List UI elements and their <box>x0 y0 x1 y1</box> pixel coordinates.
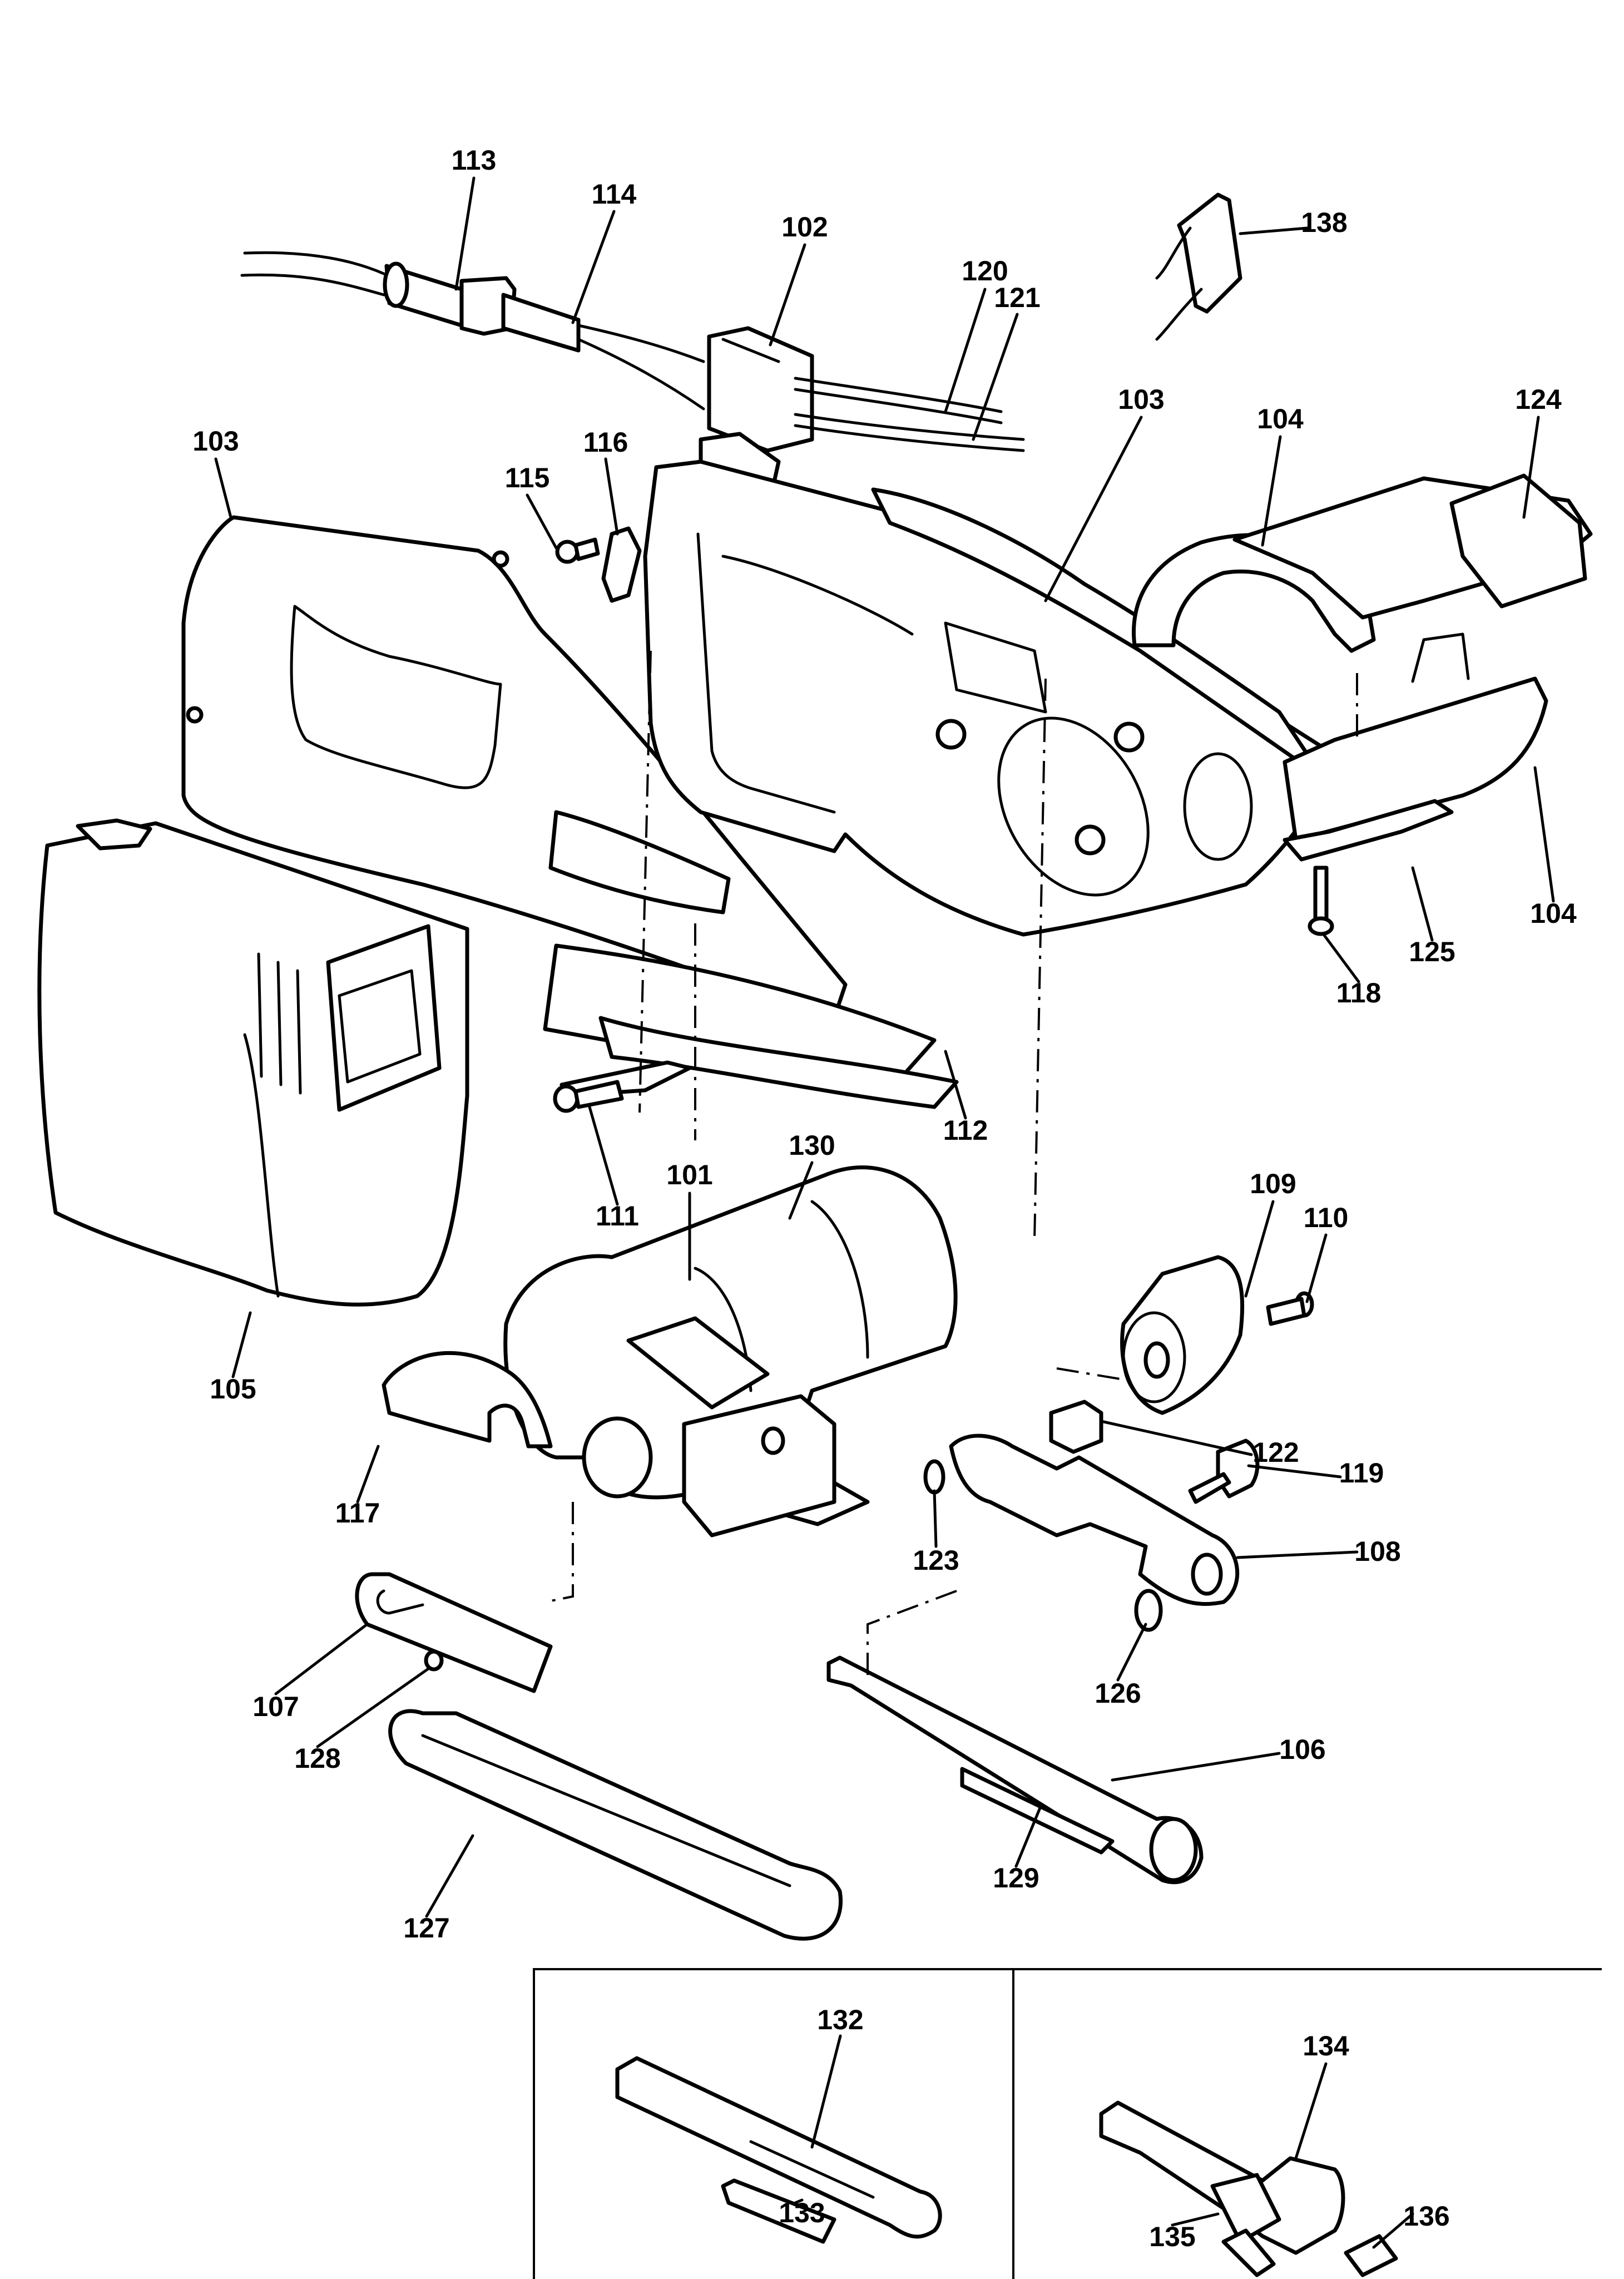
label-102: 102 <box>781 211 828 243</box>
part-labels: 113 114 102 120 121 138 103 116 115 103 … <box>192 145 1577 2252</box>
label-128: 128 <box>294 1743 340 1774</box>
label-103-left: 103 <box>192 426 239 457</box>
label-115: 115 <box>505 462 550 493</box>
tension-arm-part <box>761 1400 1260 1632</box>
cord-clamp-part <box>555 526 642 603</box>
label-104-top: 104 <box>1257 403 1304 434</box>
label-138: 138 <box>1301 207 1347 238</box>
label-119: 119 <box>1339 1457 1384 1489</box>
label-118: 118 <box>1336 977 1382 1009</box>
label-133: 133 <box>779 2197 825 2228</box>
label-103-right: 103 <box>1118 384 1164 415</box>
leader-lines <box>214 176 1555 2249</box>
label-105: 105 <box>210 1373 256 1405</box>
label-110: 110 <box>1304 1202 1349 1233</box>
label-132: 132 <box>817 2004 863 2035</box>
handle-part <box>1132 473 1593 936</box>
label-114: 114 <box>592 179 637 210</box>
label-136: 136 <box>1403 2201 1449 2232</box>
alternate-platen-inset <box>533 1968 1602 2279</box>
dust-bag-part <box>37 818 469 1307</box>
label-107: 107 <box>252 1691 299 1722</box>
label-126: 126 <box>1095 1678 1141 1709</box>
label-127: 127 <box>403 1912 449 1944</box>
label-121: 121 <box>994 282 1040 313</box>
label-134: 134 <box>1303 2030 1349 2062</box>
label-129: 129 <box>993 1862 1039 1894</box>
label-113: 113 <box>452 145 497 176</box>
sanding-belt-part <box>388 1709 843 1941</box>
end-cap-part <box>1120 1255 1314 1415</box>
label-106: 106 <box>1279 1734 1325 1765</box>
label-109: 109 <box>1250 1168 1296 1199</box>
capacitor-part <box>1155 192 1242 341</box>
label-117: 117 <box>335 1497 380 1529</box>
base-plate-part <box>553 1016 959 1113</box>
label-101: 101 <box>666 1159 712 1190</box>
housing-right-part <box>643 459 1348 937</box>
assembly-lines <box>544 650 1358 1680</box>
label-123: 123 <box>913 1545 959 1576</box>
label-116: 116 <box>583 427 628 458</box>
motor-part <box>382 1165 958 1538</box>
power-cord-part <box>240 251 705 411</box>
label-124: 124 <box>1515 384 1562 415</box>
label-125: 125 <box>1409 936 1455 967</box>
label-135: 135 <box>1149 2221 1195 2252</box>
label-122: 122 <box>1252 1437 1299 1468</box>
label-108: 108 <box>1354 1536 1400 1567</box>
platen-frame-part <box>826 1655 1204 1885</box>
label-120: 120 <box>962 255 1008 286</box>
label-104-bottom: 104 <box>1530 898 1577 929</box>
label-111: 111 <box>596 1200 639 1232</box>
side-plate-part <box>355 1572 553 1693</box>
label-112: 112 <box>943 1115 988 1146</box>
label-130: 130 <box>789 1130 835 1161</box>
